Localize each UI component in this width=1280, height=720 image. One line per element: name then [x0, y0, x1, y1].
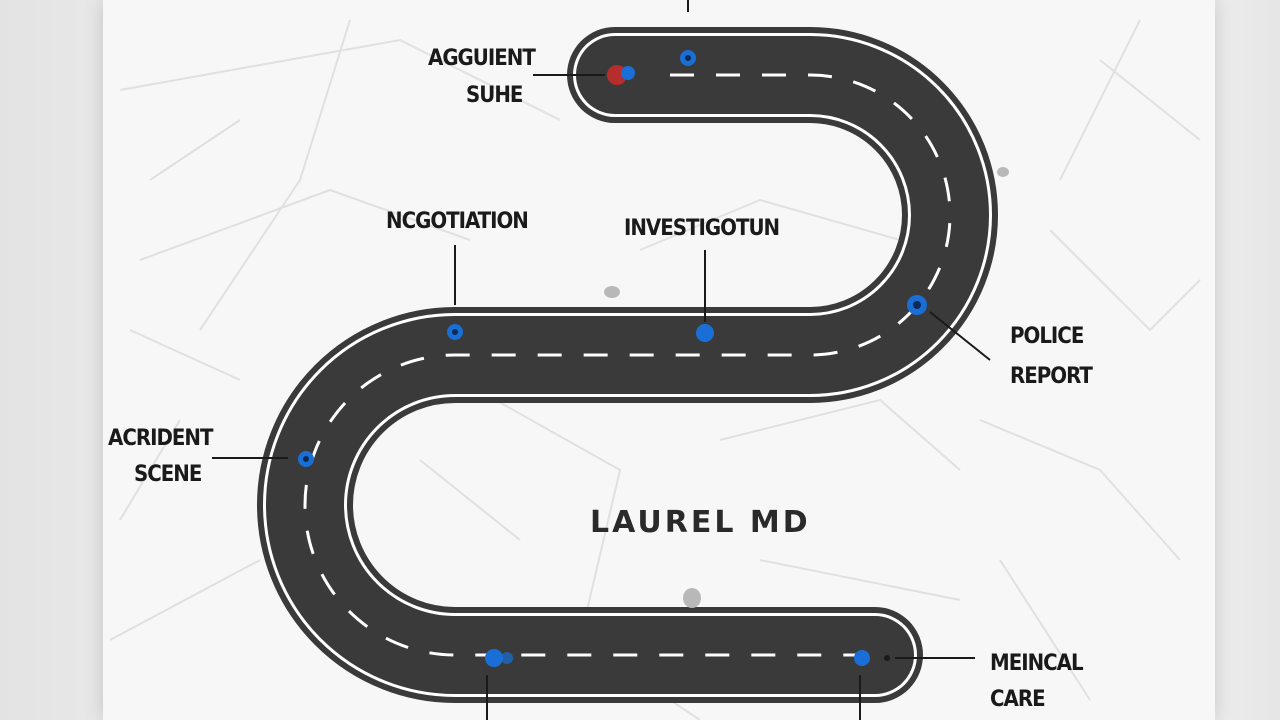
label-top-left-line2: SUHE	[466, 83, 523, 108]
winding-road-icon	[257, 26, 998, 703]
markers	[298, 50, 927, 667]
city-label: LAUREL MD	[590, 505, 811, 540]
leader-lines	[212, 0, 991, 720]
map-features	[604, 167, 1009, 608]
label-police-line1: POLICE	[1010, 324, 1084, 349]
label-negotiation: NCGOTIATION	[386, 209, 528, 234]
label-police-line2: REPORT	[1010, 364, 1093, 389]
label-medical-line1: MEINCAL	[990, 651, 1084, 676]
background-wall-left	[0, 0, 103, 720]
label-investigation: INVESTIGOTUN	[624, 216, 779, 241]
marker-investigation	[696, 324, 714, 342]
background-wall-right	[1215, 0, 1280, 720]
label-accident-line2: SCENE	[134, 462, 202, 487]
marker-bottom-left	[485, 649, 503, 667]
label-top-left-line1: AGGUIENT	[428, 46, 536, 71]
street-map-pattern-icon	[109, 19, 1201, 720]
label-medical-line2: CARE	[990, 687, 1045, 712]
poster: AGGUIENT SUHE NCGOTIATION INVESTIGOTUN P…	[103, 0, 1215, 720]
roadmap-diagram: AGGUIENT SUHE NCGOTIATION INVESTIGOTUN P…	[108, 0, 1201, 720]
label-accident-line1: ACRIDENT	[108, 426, 214, 451]
marker-medical	[854, 650, 870, 666]
